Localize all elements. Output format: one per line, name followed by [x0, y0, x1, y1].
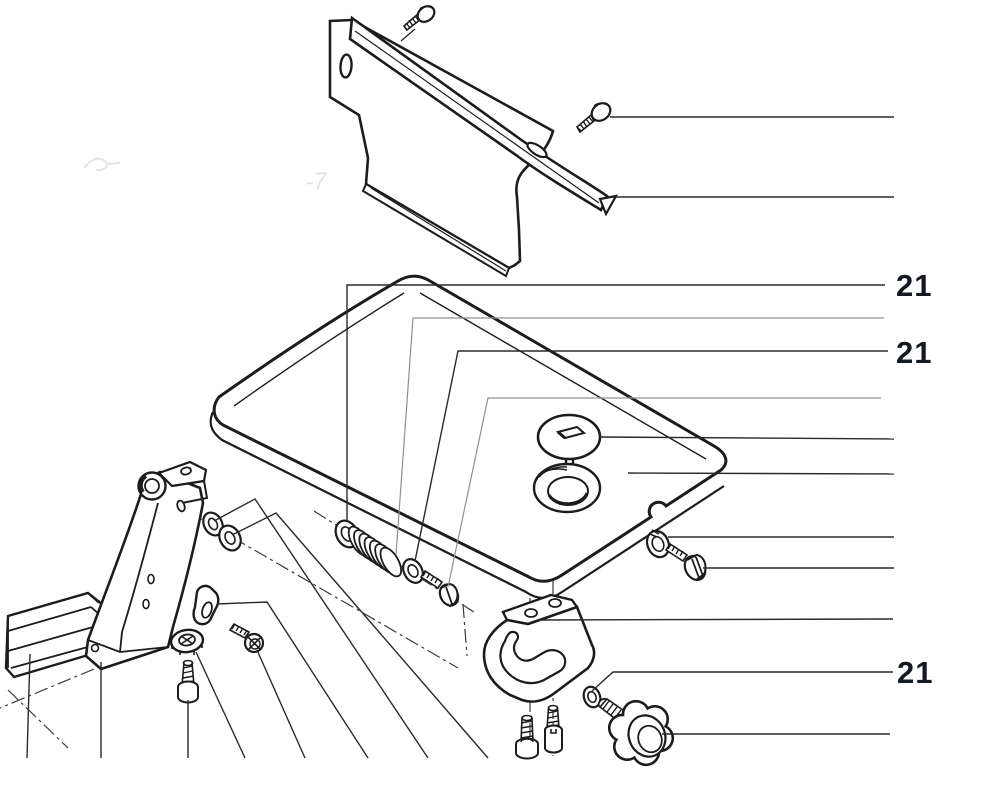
leader-21a: [346, 284, 885, 521]
bracket-arm: [84, 470, 205, 671]
leader-cap: [598, 436, 895, 440]
leader-pivot-washer-b: [231, 512, 489, 759]
leader-nut: [195, 651, 246, 759]
quadrant-assembly: [482, 593, 675, 767]
cover-flange-highlight: [370, 187, 507, 272]
table-edge-highlight-left: [233, 292, 405, 407]
spring-washer-right: [402, 558, 424, 584]
table-ring-hole: [532, 462, 602, 514]
cover-screw-pointer: [400, 28, 416, 42]
rail-screw: [575, 102, 612, 134]
cover-slot-icon: [339, 53, 353, 79]
flange-nut: [169, 628, 205, 655]
foot-hole: [90, 643, 100, 653]
arm-hole-upper: [147, 573, 155, 585]
guide-rail-highlight: [354, 30, 600, 204]
leader-spring: [395, 317, 884, 556]
knob-screw-a: [515, 714, 539, 760]
pan-screw: [228, 622, 265, 654]
stud: [177, 659, 199, 704]
cover-screw: [402, 5, 436, 32]
callout-21-c: 21: [897, 655, 933, 690]
callout-21-b: 21: [896, 335, 932, 370]
lock-knob: [597, 697, 675, 767]
clamp-screw: [664, 542, 707, 582]
rail-end-tab: [598, 194, 619, 217]
bracket-arm-inner: [87, 502, 169, 653]
knob-screw-b: [544, 704, 563, 754]
bracket-head-side: [171, 479, 209, 505]
plate-hole-right: [548, 598, 562, 608]
edge-fasteners: [645, 529, 707, 582]
watermark-scribble: [83, 157, 121, 172]
compression-spring: [347, 525, 403, 578]
callout-21-a: 21: [896, 268, 932, 303]
arm-hole-lower: [142, 598, 150, 610]
leader-table-surface: [627, 472, 895, 475]
spring-group: [334, 519, 460, 607]
bracket-pivot-boss: [137, 471, 167, 501]
center-line-block-foot: [7, 689, 69, 749]
table-edge-highlight-right: [419, 292, 707, 460]
knob-bore: [637, 724, 663, 754]
watermark-text: -7: [305, 167, 330, 196]
spring-screw: [419, 569, 460, 607]
clamp-block: [4, 591, 104, 679]
pivot-washer-small: [582, 685, 602, 709]
bracket-head-hole: [180, 466, 192, 476]
leader-clip: [216, 601, 369, 759]
cover-flange: [361, 182, 511, 278]
guide-rail: [348, 15, 609, 212]
rail-slot-icon: [526, 141, 548, 159]
center-line-spring-axis-short: [462, 603, 468, 657]
leader-block: [26, 653, 31, 759]
bracket-side-hole: [176, 499, 186, 513]
plate-hole-left: [524, 608, 538, 618]
leader-lines: [26, 116, 895, 759]
table-plate: [209, 274, 728, 600]
leader-21b: [414, 350, 888, 562]
lock-washer: [645, 529, 671, 559]
quadrant-slot: [499, 630, 567, 685]
knob-stud-threads: [602, 700, 626, 722]
leader-21c: [591, 671, 893, 692]
callout-labels: 21 21 21: [896, 268, 933, 690]
leader-quadrant-plate: [537, 618, 894, 621]
leader-pan-screw: [256, 649, 306, 759]
clip-keeper: [192, 584, 220, 626]
table-top-face: [212, 274, 728, 583]
leader-spring-screw: [447, 397, 881, 588]
left-hardware: [169, 584, 265, 704]
cover-assembly: [328, 5, 619, 278]
leader-pivot-washer-a: [213, 498, 429, 759]
